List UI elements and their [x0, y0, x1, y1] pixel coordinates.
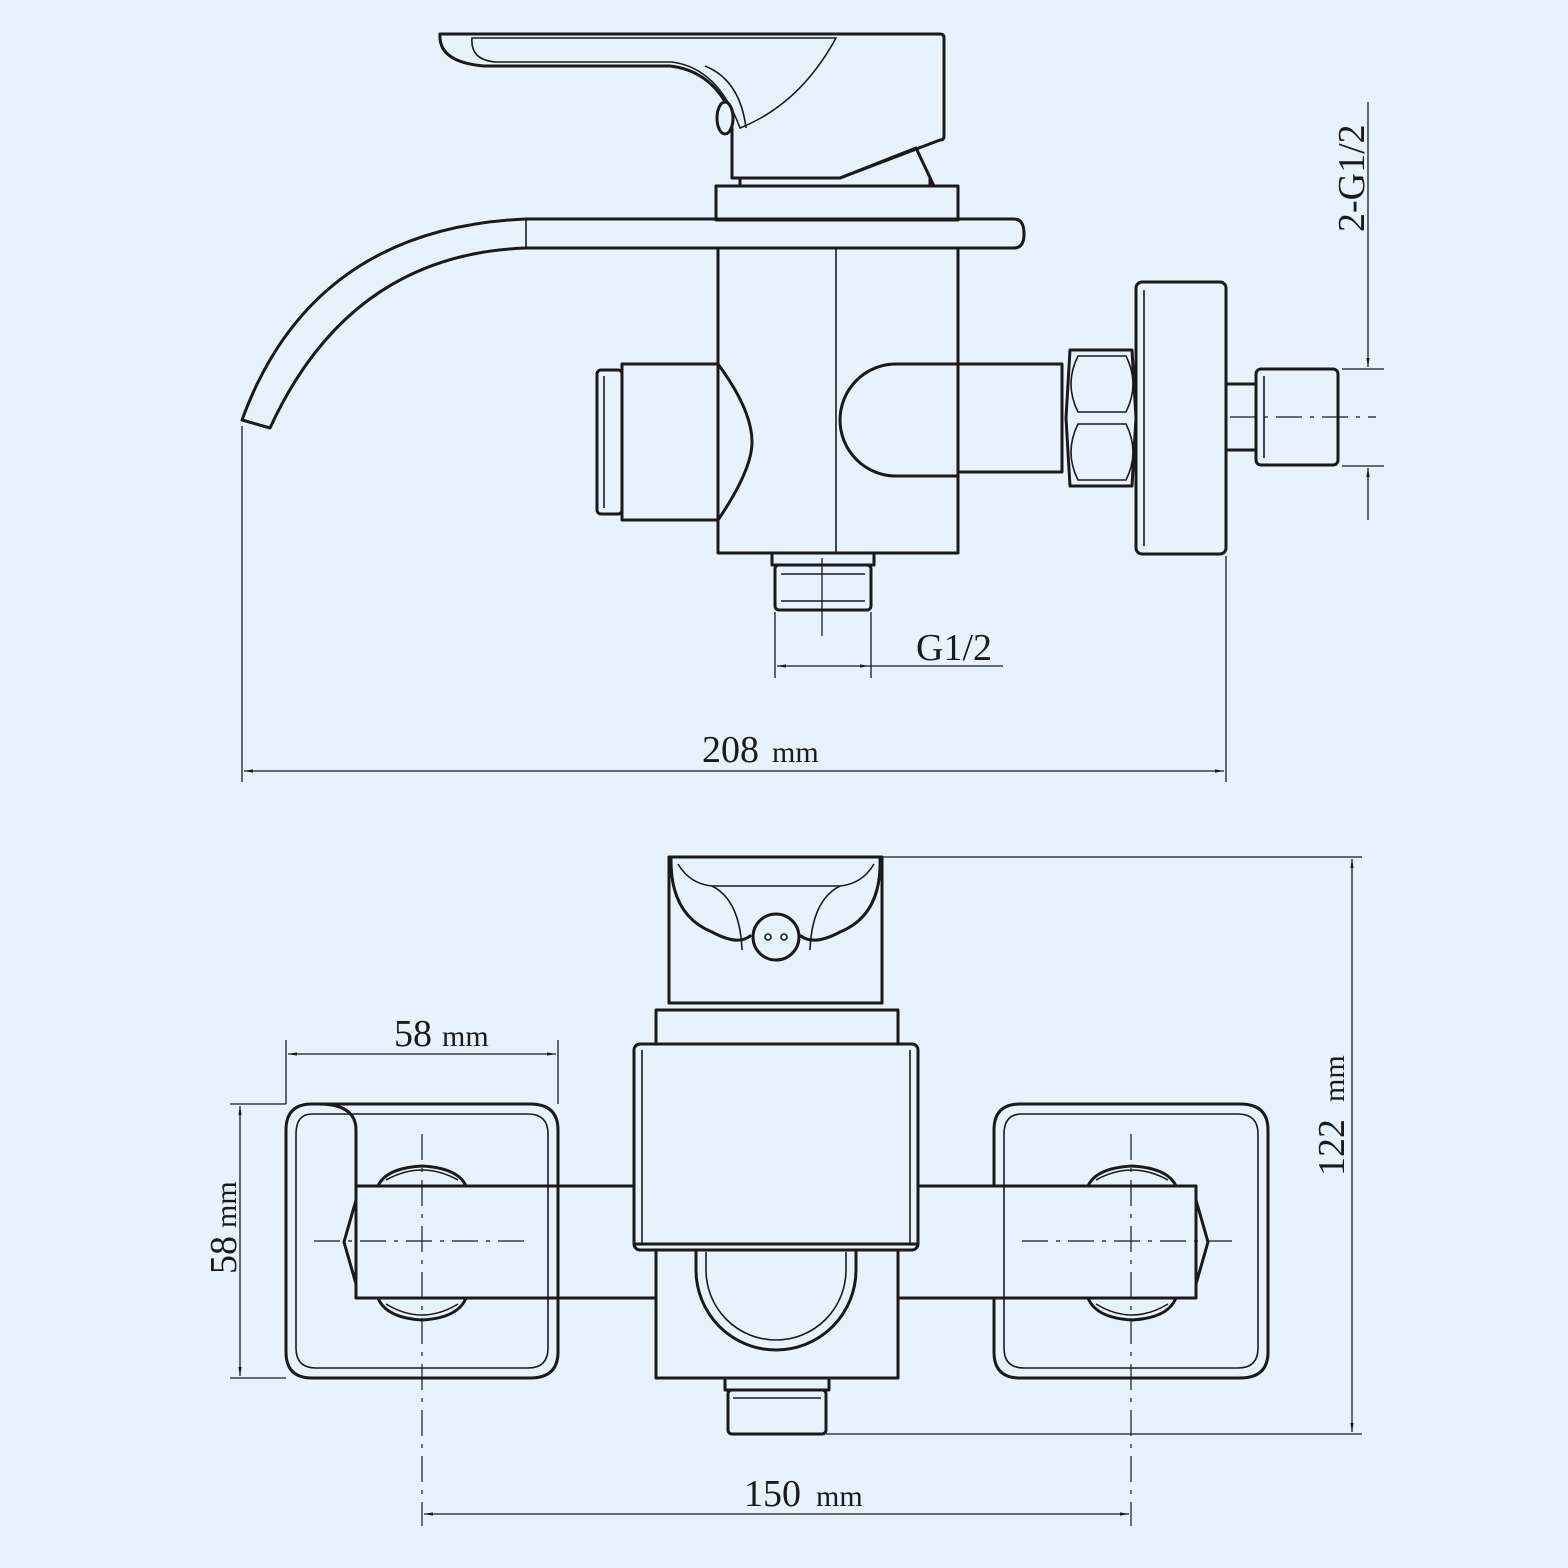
overall-depth-dimension: 208 mm	[241, 426, 1227, 782]
plate-height-dimension: 58 mm	[203, 1103, 286, 1379]
eccentric-inlet	[1224, 367, 1376, 467]
mixer-body	[716, 246, 960, 555]
wall-flange	[1134, 280, 1228, 556]
cap-front	[654, 1008, 900, 1046]
center-distance-dimension: 150 mm	[424, 1473, 1129, 1516]
plate-width-value: 58	[394, 1013, 432, 1055]
inlet-thread-label: 2-G1/2	[1331, 124, 1373, 232]
outlet-thread-dimension: G1/2	[774, 612, 1003, 678]
overall-height-unit: mm	[1318, 1055, 1351, 1102]
lever-handle	[438, 32, 946, 188]
center-distance-value: 150	[744, 1473, 801, 1515]
overall-depth-unit: mm	[772, 736, 819, 769]
lever-front	[667, 855, 884, 1005]
waterfall-spout	[240, 217, 1026, 430]
plate-width-unit: mm	[442, 1020, 489, 1053]
center-distance-unit: mm	[816, 1480, 863, 1513]
cartridge-cap	[714, 176, 960, 222]
hex-nut	[1064, 348, 1138, 488]
overall-height-dimension: 122 mm	[826, 856, 1362, 1435]
inlet-thread-dimension: 2-G1/2	[1331, 102, 1384, 520]
cross-bar	[354, 1184, 1198, 1300]
overall-height-value: 122	[1311, 1119, 1353, 1176]
handle-screw-icon	[751, 912, 801, 962]
right-flange-plate	[992, 1102, 1270, 1380]
outlet-front	[723, 1376, 831, 1436]
front-view: 58 mm 58 mm 150 mm 122 mm	[203, 855, 1362, 1526]
body-front	[632, 1042, 920, 1380]
outlet-thread-label: G1/2	[916, 627, 992, 669]
plate-height-unit: mm	[210, 1181, 243, 1228]
connection-arm	[956, 362, 1064, 474]
centerlines	[314, 1134, 1240, 1526]
outlet-fitting	[770, 551, 876, 636]
diverter-knob	[595, 362, 754, 522]
plate-height-value: 58	[203, 1236, 245, 1274]
plate-width-dimension: 58 mm	[285, 1013, 559, 1104]
overall-depth-value: 208	[702, 729, 759, 771]
side-view: 208 mm G1/2 2-G1/2	[240, 32, 1384, 782]
